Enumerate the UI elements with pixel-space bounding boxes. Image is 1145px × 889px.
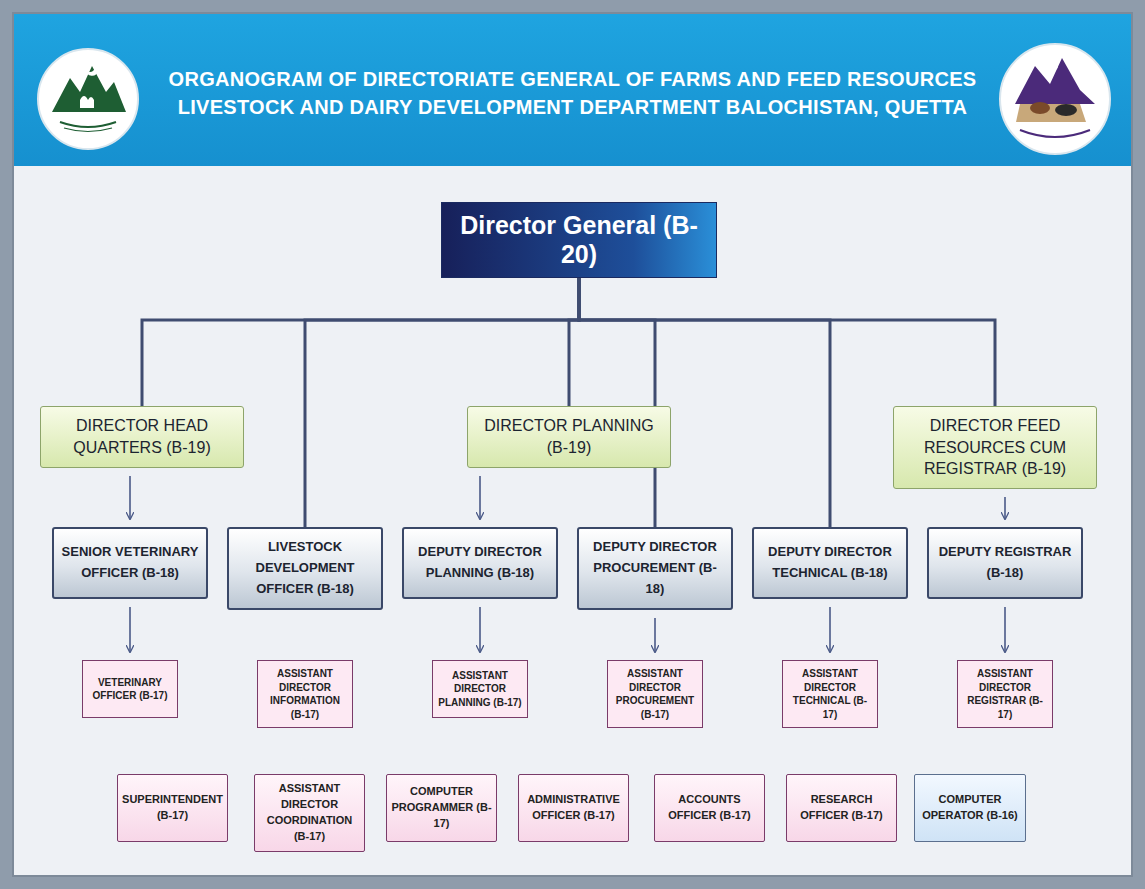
officer-box: DEPUTY REGISTRAR (B-18) <box>927 527 1083 599</box>
box-label: ASSISTANT DIRECTOR COORDINATION (B-17) <box>259 781 360 845</box>
tree-line <box>579 278 655 527</box>
box-label: COMPUTER PROGRAMMER (B-17) <box>391 784 492 832</box>
box-label: RESEARCH OFFICER (B-17) <box>791 792 892 824</box>
head-box: Director General (B-20) <box>441 202 717 278</box>
arrow-connector <box>654 618 656 652</box>
staff-box: COMPUTER PROGRAMMER (B-17) <box>386 774 497 842</box>
staff-box: ADMINISTRATIVE OFFICER (B-17) <box>518 774 629 842</box>
box-label: LIVESTOCK DEVELOPMENT OFFICER (B-18) <box>235 537 375 599</box>
box-label: Director General (B-20) <box>452 211 706 269</box>
box-label: ADMINISTRATIVE OFFICER (B-17) <box>523 792 624 824</box>
assistant-box: ASSISTANT DIRECTOR INFORMATION (B-17) <box>257 660 353 728</box>
arrow-connector <box>479 607 481 652</box>
left-logo <box>38 49 138 149</box>
staff-box: ASSISTANT DIRECTOR COORDINATION (B-17) <box>254 774 365 852</box>
officer-box: DEPUTY DIRECTOR PLANNING (B-18) <box>402 527 558 599</box>
assistant-box: ASSISTANT DIRECTOR PLANNING (B-17) <box>432 660 528 718</box>
box-label: DIRECTOR FEED RESOURCES CUM REGISTRAR (B… <box>902 415 1088 480</box>
assistant-box: ASSISTANT DIRECTOR PROCUREMENT (B-17) <box>607 660 703 728</box>
box-label: DEPUTY DIRECTOR PROCUREMENT (B-18) <box>585 537 725 599</box>
tree-line <box>142 278 579 406</box>
director-box: DIRECTOR HEAD QUARTERS (B-19) <box>40 406 244 468</box>
staff-box: ACCOUNTS OFFICER (B-17) <box>654 774 765 842</box>
title-text: ORGANOGRAM OF DIRECTORIATE GENERAL OF FA… <box>150 65 995 121</box>
box-label: ASSISTANT DIRECTOR PROCUREMENT (B-17) <box>612 667 698 721</box>
officer-box: DEPUTY DIRECTOR TECHNICAL (B-18) <box>752 527 908 599</box>
tree-line <box>579 278 830 527</box>
assistant-box: VETERINARY OFFICER (B-17) <box>82 660 178 718</box>
right-logo <box>1000 44 1110 154</box>
staff-box: RESEARCH OFFICER (B-17) <box>786 774 897 842</box>
box-label: ASSISTANT DIRECTOR INFORMATION (B-17) <box>262 667 348 721</box>
box-label: ASSISTANT DIRECTOR TECHNICAL (B-17) <box>787 667 873 721</box>
arrow-connector <box>829 607 831 652</box>
staff-box: SUPERINTENDENT (B-17) <box>117 774 228 842</box>
officer-box: DEPUTY DIRECTOR PROCUREMENT (B-18) <box>577 527 733 610</box>
box-label: VETERINARY OFFICER (B-17) <box>87 676 173 703</box>
arrow-connector <box>129 476 131 519</box>
assistant-box: ASSISTANT DIRECTOR REGISTRAR (B-17) <box>957 660 1053 728</box>
box-label: SUPERINTENDENT (B-17) <box>122 792 223 824</box>
box-label: ASSISTANT DIRECTOR REGISTRAR (B-17) <box>962 667 1048 721</box>
box-label: ACCOUNTS OFFICER (B-17) <box>659 792 760 824</box>
tree-line <box>305 278 579 527</box>
operator-box: COMPUTER OPERATOR (B-16) <box>914 774 1026 842</box>
director-box: DIRECTOR FEED RESOURCES CUM REGISTRAR (B… <box>893 406 1097 489</box>
box-label: COMPUTER OPERATOR (B-16) <box>919 792 1021 824</box>
arrow-connector <box>1004 497 1006 519</box>
arrow-connector <box>129 607 131 652</box>
box-label: SENIOR VETERINARY OFFICER (B-18) <box>60 542 200 584</box>
box-label: DEPUTY DIRECTOR TECHNICAL (B-18) <box>760 542 900 584</box>
arrow-connector <box>479 476 481 519</box>
box-label: DIRECTOR PLANNING (B-19) <box>476 415 662 458</box>
box-label: DEPUTY REGISTRAR (B-18) <box>935 542 1075 584</box>
box-label: DIRECTOR HEAD QUARTERS (B-19) <box>49 415 235 458</box>
assistant-box: ASSISTANT DIRECTOR TECHNICAL (B-17) <box>782 660 878 728</box>
tree-line <box>579 278 995 406</box>
officer-box: LIVESTOCK DEVELOPMENT OFFICER (B-18) <box>227 527 383 610</box>
arrow-connector <box>1004 607 1006 652</box>
box-label: ASSISTANT DIRECTOR PLANNING (B-17) <box>437 669 523 710</box>
box-label: DEPUTY DIRECTOR PLANNING (B-18) <box>410 542 550 584</box>
officer-box: SENIOR VETERINARY OFFICER (B-18) <box>52 527 208 599</box>
director-box: DIRECTOR PLANNING (B-19) <box>467 406 671 468</box>
title-area: ORGANOGRAM OF DIRECTORIATE GENERAL OF FA… <box>150 28 995 158</box>
